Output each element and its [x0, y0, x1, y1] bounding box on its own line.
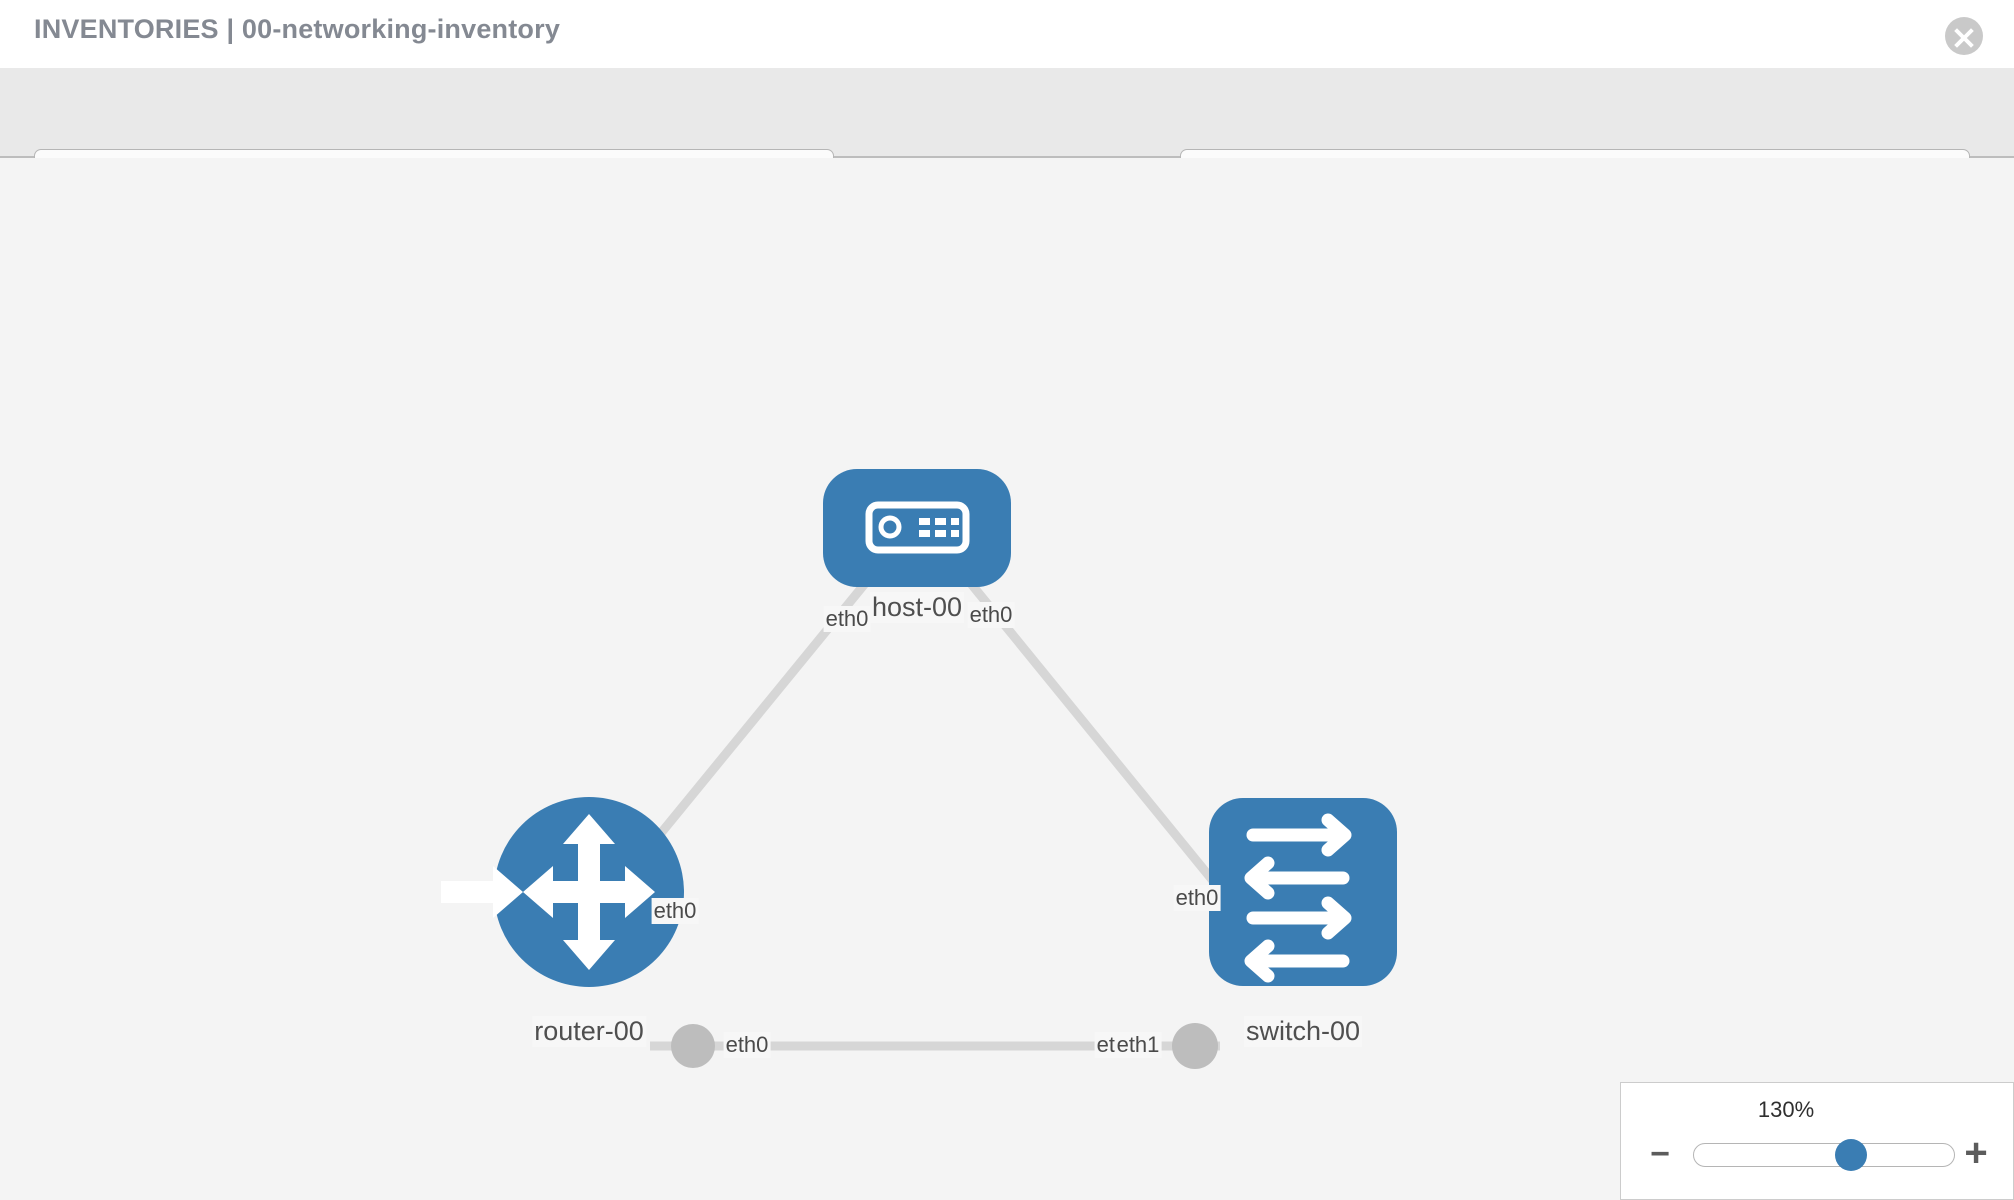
topology-canvas[interactable]: host-00 router-00 switch-00 eth0 eth0 et…	[0, 158, 2014, 1200]
interface-label: eth0	[967, 602, 1015, 628]
edge-host-router	[626, 550, 894, 874]
zoom-slider-thumb[interactable]	[1835, 1139, 1868, 1171]
zoom-level-value: 130%	[1757, 1097, 1815, 1122]
interface-label: eth0	[723, 1032, 771, 1058]
page-header: INVENTORIES | 00-networking-inventory	[0, 0, 2014, 68]
page-title: INVENTORIES | 00-networking-inventory	[34, 14, 561, 44]
node-switch-00	[1209, 798, 1397, 986]
interface-label: eth0	[651, 898, 699, 924]
zoom-slider-track[interactable]	[1693, 1139, 1955, 1171]
zoom-out-button[interactable]: −	[1650, 1135, 1670, 1173]
ports	[671, 536, 1258, 1069]
close-icon[interactable]	[1945, 17, 1983, 55]
zoom-slider-row: − +	[1621, 1131, 2014, 1175]
toolbar: ACTIONS SEARCH	[0, 68, 2014, 201]
node-label-host-00: host-00	[869, 592, 965, 623]
interface-label: eth0	[1173, 885, 1221, 911]
interface-label: eth1	[1114, 1032, 1162, 1058]
node-label-router-00: router-00	[532, 1016, 646, 1047]
node-label-switch-00: switch-00	[1243, 1016, 1363, 1047]
topology-graph	[441, 469, 1397, 1069]
link-edges	[626, 550, 1244, 1051]
zoom-control-panel: 130% − +	[1620, 1082, 2014, 1200]
node-host-00	[823, 469, 1011, 587]
interface-label: eth0	[823, 606, 871, 632]
zoom-in-button[interactable]: +	[1964, 1131, 1988, 1175]
node-router-00	[441, 797, 684, 987]
port-switch-west	[1172, 1023, 1218, 1069]
port-router-east	[671, 1024, 715, 1068]
